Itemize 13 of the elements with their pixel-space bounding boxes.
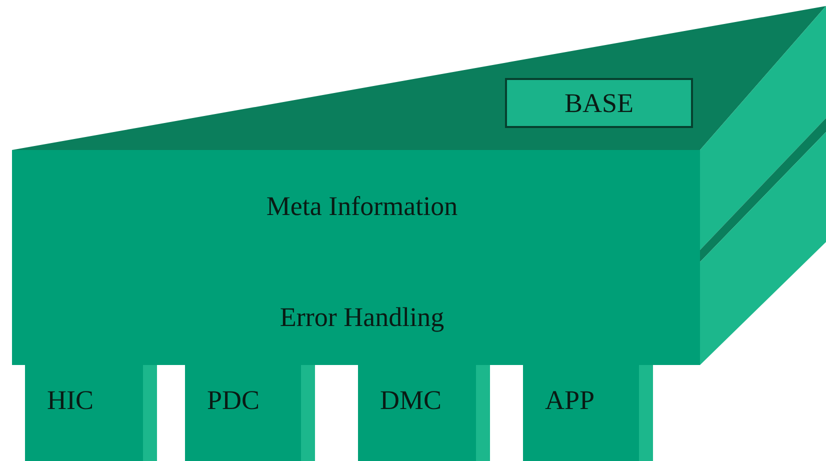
node-label: HIC [47,385,94,416]
node-label: DMC [380,385,442,416]
layer-block [12,150,700,258]
node-label: Error Handling [280,302,444,333]
node-label: BASE [564,88,634,118]
module-block [25,365,157,461]
node-label: APP [545,385,595,416]
node-label: Meta Information [266,190,458,222]
module-block [358,365,490,461]
base-label-box [505,78,693,128]
node-label: PDC [207,385,260,416]
module-block [185,365,315,461]
module-block [523,365,653,461]
